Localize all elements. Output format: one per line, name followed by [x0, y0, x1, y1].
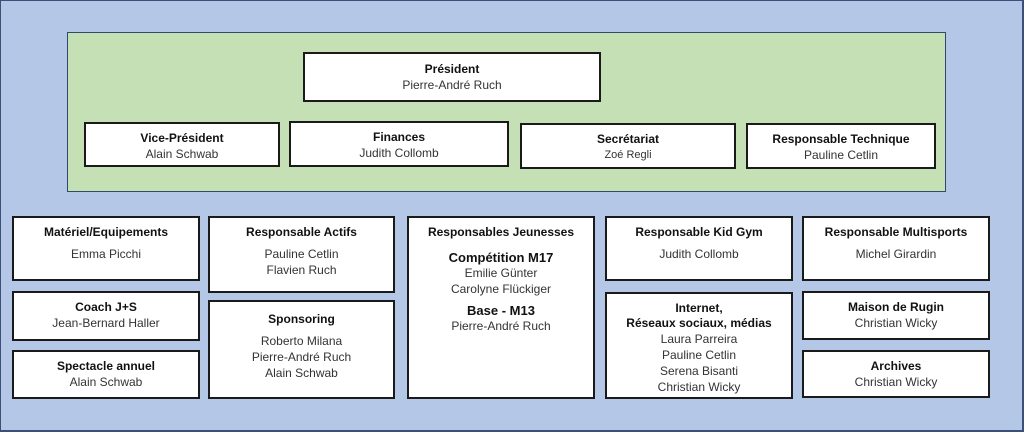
finances-box: Finances Judith Collomb: [289, 121, 509, 167]
person-name: Pierre-André Ruch: [451, 319, 551, 333]
rugin-box: Maison de Rugin Christian Wicky: [802, 291, 990, 340]
secretariat-box: Secrétariat Zoé Regli: [520, 123, 736, 169]
role-title: Finances: [372, 130, 426, 144]
role-title: Coach J+S: [75, 300, 137, 314]
role-title: Responsables Jeunesses: [427, 225, 575, 239]
person-name: Emilie Günter: [464, 266, 538, 280]
person-name: Serena Bisanti: [659, 364, 739, 378]
spectacle-box: Spectacle annuel Alain Schwab: [12, 350, 200, 399]
group-title: Compétition M17: [448, 250, 554, 265]
role-title: Secrétariat: [596, 132, 660, 146]
role-title: Maison de Rugin: [848, 300, 944, 314]
role-title: Président: [424, 62, 480, 76]
person-name: Michel Girardin: [855, 247, 937, 261]
sponsoring-box: Sponsoring Roberto Milana Pierre-André R…: [208, 300, 395, 399]
internet-box: Internet, Réseaux sociaux, médias Laura …: [605, 292, 793, 399]
materiel-box: Matériel/Equipements Emma Picchi: [12, 216, 200, 281]
role-title: Responsable Multisports: [824, 225, 968, 239]
person-name: Pierre-André Ruch: [251, 350, 352, 364]
role-title: Responsable Kid Gym: [635, 225, 763, 239]
person-name: Pauline Cetlin: [803, 148, 879, 162]
person-name: Flavien Ruch: [266, 263, 337, 277]
kidgym-box: Responsable Kid Gym Judith Collomb: [605, 216, 793, 281]
group-title: Base - M13: [467, 303, 535, 318]
role-title: Archives: [870, 359, 922, 373]
role-title: Réseaux sociaux, médias: [626, 316, 772, 330]
role-title: Internet,: [675, 301, 723, 315]
person-name: Christian Wicky: [854, 375, 938, 389]
archives-box: Archives Christian Wicky: [802, 350, 990, 398]
person-name: Pierre-André Ruch: [402, 78, 502, 92]
person-name: Pauline Cetlin: [264, 247, 339, 261]
coach-box: Coach J+S Jean-Bernard Haller: [12, 291, 200, 341]
role-title: Vice-Président: [140, 131, 224, 145]
person-name: Judith Collomb: [659, 247, 739, 261]
vice-president-box: Vice-Président Alain Schwab: [84, 122, 280, 167]
person-name: Pauline Cetlin: [661, 348, 737, 362]
person-name: Alain Schwab: [265, 366, 338, 380]
role-title: Matériel/Equipements: [43, 225, 169, 239]
jeunesses-box: Responsables Jeunesses Compétition M17 E…: [407, 216, 595, 399]
person-name: Judith Collomb: [359, 146, 439, 160]
role-title: Responsable Technique: [772, 132, 910, 146]
person-name: Christian Wicky: [854, 316, 938, 330]
person-name: Alain Schwab: [69, 375, 143, 389]
person-name: Jean-Bernard Haller: [52, 316, 160, 330]
multisports-box: Responsable Multisports Michel Girardin: [802, 216, 990, 281]
person-name: Emma Picchi: [70, 247, 141, 261]
person-name: Roberto Milana: [260, 334, 343, 348]
president-box: Président Pierre-André Ruch: [303, 52, 601, 102]
person-name: Carolyne Flückiger: [450, 282, 552, 296]
role-title: Sponsoring: [268, 312, 335, 326]
role-title: Spectacle annuel: [56, 359, 156, 373]
person-name: Alain Schwab: [145, 147, 219, 161]
person-name: Zoé Regli: [604, 149, 652, 161]
person-name: Laura Parreira: [660, 332, 738, 346]
actifs-box: Responsable Actifs Pauline Cetlin Flavie…: [208, 216, 395, 293]
person-name: Christian Wicky: [657, 380, 741, 394]
role-title: Responsable Actifs: [246, 225, 357, 239]
technique-box: Responsable Technique Pauline Cetlin: [746, 123, 936, 169]
